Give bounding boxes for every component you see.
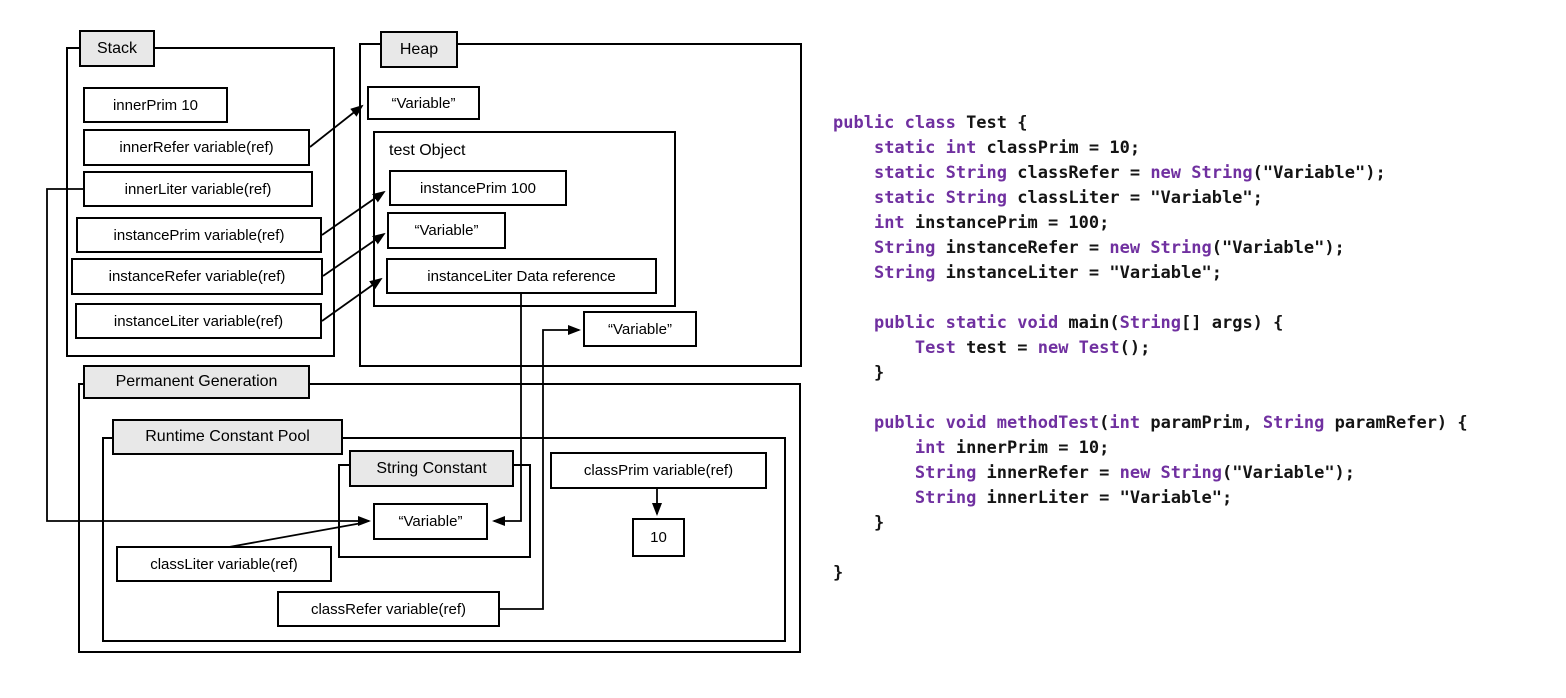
string-constant-label-text: String Constant bbox=[376, 459, 487, 477]
heap-variable-top-text: “Variable” bbox=[391, 94, 456, 112]
code-line: String instanceLiter = "Variable"; bbox=[873, 263, 1222, 283]
test-object-instancePrim-box: instancePrim 100 bbox=[389, 170, 567, 206]
stack-label: Stack bbox=[79, 30, 155, 67]
classPrim-box: classPrim variable(ref) bbox=[550, 452, 767, 489]
code-line bbox=[833, 286, 1468, 311]
test-object-instanceLiter-text: instanceLiter Data reference bbox=[427, 267, 616, 285]
code-line: public class Test { bbox=[833, 113, 1028, 133]
heap-variable-bottom-box: “Variable” bbox=[583, 311, 697, 347]
classLiter-box: classLiter variable(ref) bbox=[116, 546, 332, 582]
test-object-variable-text: “Variable” bbox=[414, 222, 479, 239]
stack-box-instancePrim-text: instancePrim variable(ref) bbox=[113, 226, 285, 244]
heap-label: Heap bbox=[380, 31, 458, 68]
code-line: static String classRefer = new String("V… bbox=[873, 163, 1386, 183]
heap-label-text: Heap bbox=[399, 40, 439, 58]
classPrim-box-text: classPrim variable(ref) bbox=[583, 462, 734, 479]
string-constant-variable-text: “Variable” bbox=[398, 513, 463, 530]
code-line: String innerRefer = new String("Variable… bbox=[914, 463, 1356, 483]
code-block: public class Test { static int classPrim… bbox=[833, 111, 1468, 586]
code-line: static String classLiter = "Variable"; bbox=[873, 188, 1263, 208]
code-line: } bbox=[833, 563, 844, 583]
stack-box-innerLiter: innerLiter variable(ref) bbox=[83, 171, 313, 207]
classRefer-box: classRefer variable(ref) bbox=[277, 591, 500, 627]
stack-box-instanceRefer-text: instanceRefer variable(ref) bbox=[108, 268, 286, 285]
stack-box-instanceLiter-text: instanceLiter variable(ref) bbox=[113, 312, 284, 330]
permanent-generation-label: Permanent Generation bbox=[83, 365, 310, 399]
test-object-variable-box: “Variable” bbox=[387, 212, 506, 249]
runtime-constant-pool-label-text: Runtime Constant Pool bbox=[145, 428, 310, 445]
string-constant-variable-box: “Variable” bbox=[373, 503, 488, 540]
test-object-instanceLiter-box: instanceLiter Data reference bbox=[386, 258, 657, 294]
test-object-title: test Object bbox=[389, 142, 466, 159]
stack-box-instanceRefer: instanceRefer variable(ref) bbox=[71, 258, 323, 295]
classLiter-box-text: classLiter variable(ref) bbox=[150, 555, 298, 573]
stack-box-instancePrim: instancePrim variable(ref) bbox=[76, 217, 322, 253]
code-line: } bbox=[833, 513, 885, 533]
string-constant-label: String Constant bbox=[349, 450, 514, 487]
stack-box-innerPrim: innerPrim 10 bbox=[83, 87, 228, 123]
code-line: } bbox=[833, 363, 885, 383]
runtime-constant-pool-label: Runtime Constant Pool bbox=[112, 419, 343, 455]
code-line: int instancePrim = 100; bbox=[873, 213, 1110, 233]
code-line bbox=[833, 386, 1468, 411]
classPrim-value-text: 10 bbox=[650, 529, 667, 546]
permanent-generation-label-text: Permanent Generation bbox=[115, 373, 278, 390]
stack-box-innerRefer-text: innerRefer variable(ref) bbox=[119, 139, 274, 156]
code-line bbox=[833, 536, 1468, 561]
stack-box-instanceLiter: instanceLiter variable(ref) bbox=[75, 303, 322, 339]
heap-variable-bottom-text: “Variable” bbox=[608, 320, 672, 338]
heap-variable-top-box: “Variable” bbox=[367, 86, 480, 120]
stack-box-innerLiter-text: innerLiter variable(ref) bbox=[124, 180, 272, 198]
code-line: public static void main(String[] args) { bbox=[873, 313, 1284, 333]
stack-box-innerRefer: innerRefer variable(ref) bbox=[83, 129, 310, 166]
code-line: static int classPrim = 10; bbox=[873, 138, 1141, 158]
code-line: String innerLiter = "Variable"; bbox=[914, 488, 1233, 508]
classRefer-box-text: classRefer variable(ref) bbox=[310, 600, 467, 618]
test-object-instancePrim-text: instancePrim 100 bbox=[420, 179, 536, 197]
stack-label-text: Stack bbox=[96, 39, 137, 57]
code-line: String instanceRefer = new String("Varia… bbox=[873, 238, 1345, 258]
code-line: Test test = new Test(); bbox=[914, 338, 1151, 358]
classPrim-value-box: 10 bbox=[632, 518, 685, 557]
code-line: int innerPrim = 10; bbox=[914, 438, 1110, 458]
code-line: public void methodTest(int paramPrim, St… bbox=[873, 413, 1468, 433]
stack-box-innerPrim-text: innerPrim 10 bbox=[112, 96, 199, 114]
